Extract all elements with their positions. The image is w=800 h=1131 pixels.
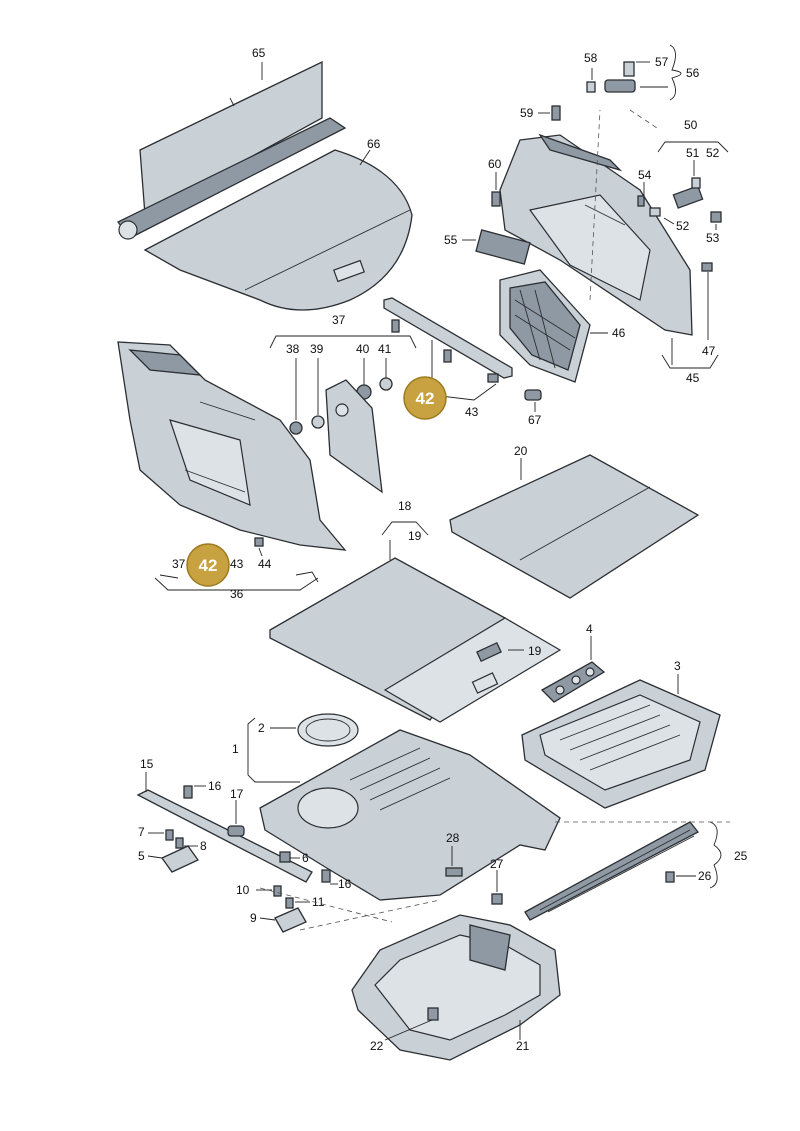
label-25: 25: [734, 849, 748, 863]
label-38: 38: [286, 342, 300, 356]
label-16-upper: 16: [208, 779, 222, 793]
label-36: 36: [230, 587, 244, 601]
label-20: 20: [514, 444, 528, 458]
badge-upper-text: 42: [416, 389, 435, 408]
label-56: 56: [686, 66, 700, 80]
label-28: 28: [446, 831, 460, 845]
label-66: 66: [367, 137, 381, 151]
part-20-floor-panel[interactable]: [449, 454, 700, 599]
part-36-left-side-trim[interactable]: [117, 341, 347, 551]
part-16-screw[interactable]: [183, 785, 331, 883]
part-17-cap[interactable]: [227, 825, 245, 837]
label-57: 57: [655, 55, 669, 69]
part-27-clip[interactable]: [491, 893, 503, 905]
part-25-sill-cover[interactable]: [524, 821, 700, 921]
label-53: 53: [706, 231, 720, 245]
label-55: 55: [444, 233, 458, 247]
label-27: 27: [490, 857, 504, 871]
label-17: 17: [230, 787, 244, 801]
part-3-tray[interactable]: [521, 679, 721, 809]
part-46-storage-net-box[interactable]: [499, 269, 591, 383]
label-26: 26: [698, 869, 712, 883]
label-39: 39: [310, 342, 324, 356]
part-60-clip[interactable]: [491, 191, 501, 207]
part-67-plug[interactable]: [524, 389, 542, 401]
label-18: 18: [398, 499, 412, 513]
part-15-sill-rail[interactable]: [136, 789, 313, 883]
part-43-rail[interactable]: [383, 297, 513, 383]
label-65: 65: [252, 46, 266, 60]
label-6: 6: [302, 851, 309, 865]
label-54: 54: [638, 168, 652, 182]
label-60: 60: [488, 157, 502, 171]
label-58: 58: [584, 51, 598, 65]
highlight-badge-lower[interactable]: 42: [186, 543, 230, 587]
part-37-cover-flap[interactable]: [325, 379, 383, 494]
label-21: 21: [516, 1039, 530, 1053]
label-43-upper: 43: [465, 405, 479, 419]
badge-lower-text: 42: [199, 556, 218, 575]
part-66-parcel-shelf[interactable]: [143, 149, 413, 311]
label-43-lower: 43: [230, 557, 244, 571]
part-55-bracket[interactable]: [475, 229, 531, 265]
part-9-bracket[interactable]: [273, 885, 307, 933]
label-9: 9: [250, 911, 257, 925]
label-7: 7: [138, 825, 145, 839]
part-65-roller-blind[interactable]: [117, 60, 347, 240]
part-1-floor-pan[interactable]: [259, 729, 561, 901]
label-1: 1: [232, 742, 239, 756]
part-26-clip[interactable]: [665, 871, 675, 883]
label-5: 5: [138, 849, 145, 863]
label-22: 22: [370, 1039, 384, 1053]
part-50-bracket-assembly[interactable]: [637, 177, 722, 223]
part-right-side-trim[interactable]: [499, 133, 693, 336]
label-50: 50: [684, 118, 698, 132]
label-10: 10: [236, 883, 250, 897]
part-21-storage-tub[interactable]: [351, 914, 561, 1061]
label-41: 41: [378, 342, 392, 356]
label-52-upper: 52: [706, 146, 720, 160]
part-6-plug[interactable]: [279, 851, 291, 863]
label-4: 4: [586, 622, 593, 636]
label-45: 45: [686, 371, 700, 385]
label-16-lower: 16: [338, 877, 352, 891]
label-3: 3: [674, 659, 681, 673]
part-18-floor-panel[interactable]: [269, 557, 562, 723]
part-47-clip[interactable]: [701, 262, 713, 272]
label-51: 51: [686, 146, 700, 160]
label-44: 44: [258, 557, 272, 571]
part-22-screw[interactable]: [427, 1007, 439, 1021]
part-59-screw[interactable]: [551, 105, 561, 121]
part-56-clip-assembly[interactable]: [586, 61, 636, 93]
part-28-screw[interactable]: [445, 867, 463, 877]
label-40: 40: [356, 342, 370, 356]
part-2-cover-disc[interactable]: [297, 713, 359, 747]
highlight-badge-upper[interactable]: 42: [403, 376, 447, 420]
label-47: 47: [702, 344, 716, 358]
label-67: 67: [528, 413, 542, 427]
label-2: 2: [258, 721, 265, 735]
label-11: 11: [312, 895, 325, 909]
part-4-switch-panel[interactable]: [540, 661, 606, 703]
label-19-upper: 19: [408, 529, 422, 543]
part-44-clip[interactable]: [254, 537, 264, 547]
label-37-lower: 37: [172, 557, 186, 571]
label-59: 59: [520, 106, 534, 120]
label-19-lower: 19: [528, 644, 542, 658]
label-37-upper: 37: [332, 313, 346, 327]
label-46: 46: [612, 326, 626, 340]
label-8: 8: [200, 839, 207, 853]
label-52-lower: 52: [676, 219, 690, 233]
part-5-bracket[interactable]: [161, 829, 199, 873]
label-15: 15: [140, 757, 154, 771]
